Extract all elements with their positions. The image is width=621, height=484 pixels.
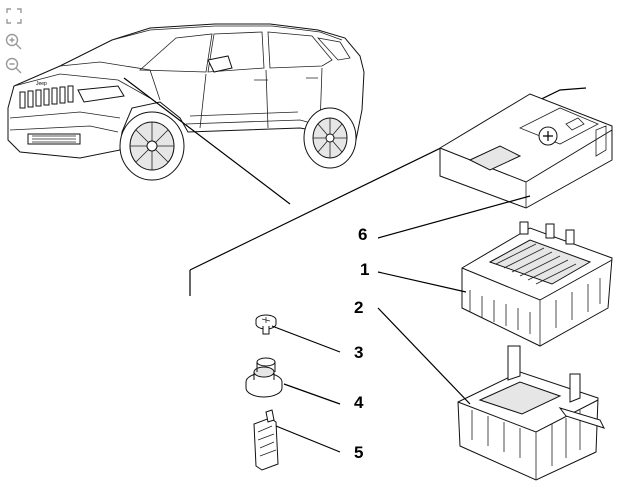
leader-line-6	[377, 195, 531, 239]
logo-text: Jeep	[36, 81, 47, 87]
fit-to-window-icon[interactable]	[4, 6, 24, 26]
part-4-grommet	[245, 357, 283, 398]
zoom-out-icon[interactable]	[4, 56, 24, 76]
callout-1: 1	[360, 260, 369, 279]
part-5-clip	[253, 409, 279, 471]
part-3-screw	[255, 314, 277, 335]
part-2-housing	[457, 345, 605, 481]
callout-5: 5	[354, 443, 363, 462]
leader-line-2	[377, 307, 471, 405]
callout-3: 3	[354, 343, 363, 362]
front-wheel	[119, 111, 185, 181]
front-grille	[19, 85, 74, 109]
rear-wheel	[303, 107, 357, 169]
leader-line-5	[275, 425, 341, 453]
callout-2: 2	[354, 298, 363, 317]
callout-6: 6	[358, 225, 367, 244]
leader-line-3	[271, 325, 341, 353]
zoom-in-icon[interactable]	[4, 32, 24, 52]
location-leader-line	[123, 77, 291, 205]
location-bracket-top	[189, 87, 587, 271]
vehicle-illustration: Jeep	[7, 23, 365, 181]
part-6-cover	[439, 93, 613, 209]
part-1-fuse-box	[461, 221, 613, 347]
leader-line-1	[377, 271, 467, 293]
leader-line-4	[283, 383, 341, 405]
callout-4: 4	[354, 393, 364, 412]
